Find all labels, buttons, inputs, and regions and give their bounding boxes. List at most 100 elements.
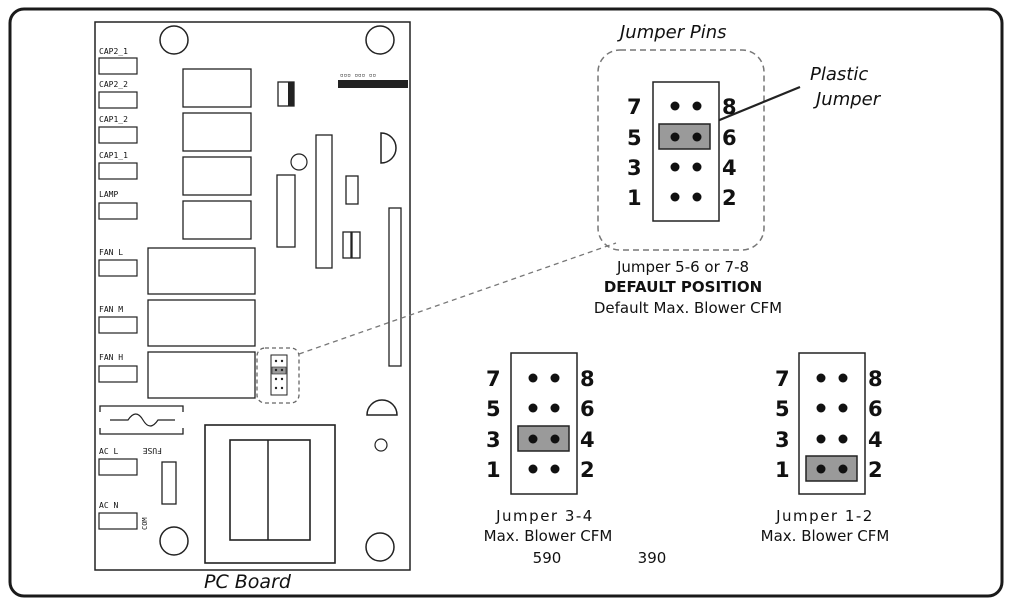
pin: [838, 373, 848, 383]
terminal-label-fan-h: FAN H: [99, 353, 123, 362]
pin: [816, 434, 826, 444]
pin: [816, 403, 826, 413]
mounting-hole: [365, 532, 395, 562]
pin: [692, 132, 702, 142]
pin-number: 7: [775, 367, 790, 391]
pin-number: 4: [868, 428, 883, 452]
mounting-hole: [365, 25, 395, 55]
pin-number: 2: [868, 458, 883, 482]
outer-frame: [8, 7, 1004, 598]
pin-number: 5: [775, 397, 790, 421]
jumper-3-4-caption: Jumper 3-4: [495, 507, 594, 525]
plastic-jumper: [805, 455, 858, 482]
pin: [670, 162, 680, 172]
pin-number: 3: [486, 428, 501, 452]
terminal-label-cap1-2: CAP1_2: [99, 115, 128, 124]
mounting-hole: [159, 25, 189, 55]
ic-strip: [315, 134, 333, 269]
pin-number: 1: [775, 458, 790, 482]
d-component: [380, 132, 397, 164]
default-caption-line2: DEFAULT POSITION: [604, 278, 762, 296]
resistor: [351, 231, 361, 259]
plastic-jumper-label: Jumper: [813, 89, 882, 110]
relay: [182, 112, 252, 152]
terminal-label-fan-m: FAN M: [99, 305, 123, 314]
transformer-core: [229, 439, 311, 541]
relay: [147, 247, 256, 295]
capacitor: [290, 153, 308, 171]
pin: [670, 192, 680, 202]
pc-board-caption: PC Board: [204, 571, 292, 593]
ic-chip: [276, 174, 296, 248]
board-jumper-header: [270, 354, 288, 396]
pin-number: 1: [627, 186, 642, 210]
default-caption-line1: Jumper 5-6 or 7-8: [616, 258, 749, 276]
pin-number: 8: [868, 367, 883, 391]
pin: [550, 464, 560, 474]
pin: [692, 192, 702, 202]
plastic-jumper: [517, 425, 570, 452]
fuse-label: FUSE: [143, 446, 162, 455]
board-pin: [280, 377, 284, 381]
pin-number: 4: [580, 428, 595, 452]
board-jumper-plug: [271, 366, 287, 375]
terminal: [98, 202, 138, 220]
connector-pins: ▫▫▫ ▫▫▫ ▫▫: [340, 72, 376, 79]
fuse-symbol: [110, 413, 175, 427]
terminal-label-cap2-1: CAP2_1: [99, 47, 128, 56]
pin-number: 6: [868, 397, 883, 421]
terminal: [98, 512, 138, 530]
pin-header: [652, 81, 720, 222]
terminal-label-ac-l: AC L: [99, 447, 118, 456]
relay: [182, 156, 252, 196]
board-pin: [274, 359, 278, 363]
com-label: COM: [141, 517, 149, 530]
led: [374, 438, 388, 452]
terminal-label-cap1-1: CAP1_1: [99, 151, 128, 160]
pc-board-outline: [94, 21, 411, 571]
connector-strip: [338, 80, 408, 88]
terminal: [98, 91, 138, 109]
board-jumper-outline: [256, 347, 300, 404]
board-pin: [280, 359, 284, 363]
pin: [528, 464, 538, 474]
pin-number: 7: [627, 95, 642, 119]
plastic-jumper-label: Plastic: [810, 64, 868, 85]
terminal-label-cap2-2: CAP2_2: [99, 80, 128, 89]
component: [288, 82, 294, 106]
callout-title: Jumper Pins: [617, 22, 727, 43]
mounting-hole: [159, 526, 189, 556]
board-pin: [274, 377, 278, 381]
pin-header: [510, 352, 578, 495]
component: [161, 461, 177, 505]
pin-number: 2: [580, 458, 595, 482]
jumper-1-2-cfm-value: 390: [638, 549, 667, 567]
pin: [670, 101, 680, 111]
pin: [838, 464, 848, 474]
terminal: [98, 57, 138, 75]
fuse-bracket: [99, 428, 184, 435]
plastic-jumper: [658, 123, 711, 150]
resistor: [342, 231, 352, 259]
terminal: [98, 162, 138, 180]
d-component: [366, 399, 398, 416]
board-pin: [274, 368, 278, 372]
pin: [838, 434, 848, 444]
pin: [528, 373, 538, 383]
pin-number: 5: [627, 126, 642, 150]
pin-number: 3: [627, 156, 642, 180]
pin-number: 8: [722, 95, 737, 119]
relay: [182, 68, 252, 108]
terminal: [98, 126, 138, 144]
terminal-label-lamp: LAMP: [99, 190, 118, 199]
jumper-1-2-caption: Jumper 1-2: [775, 507, 874, 525]
jumper-callout: Jumper Pins Plastic Jumper 7 5 3 1 8 6 4…: [594, 22, 882, 317]
pin-number: 1: [486, 458, 501, 482]
pin: [550, 434, 560, 444]
pc-board: CAP2_1 CAP2_2 CAP1_2 CAP1_1 LAMP FAN L F…: [94, 21, 411, 593]
header-strip: [388, 207, 402, 367]
pin: [816, 464, 826, 474]
pin: [528, 403, 538, 413]
relay: [147, 351, 256, 399]
